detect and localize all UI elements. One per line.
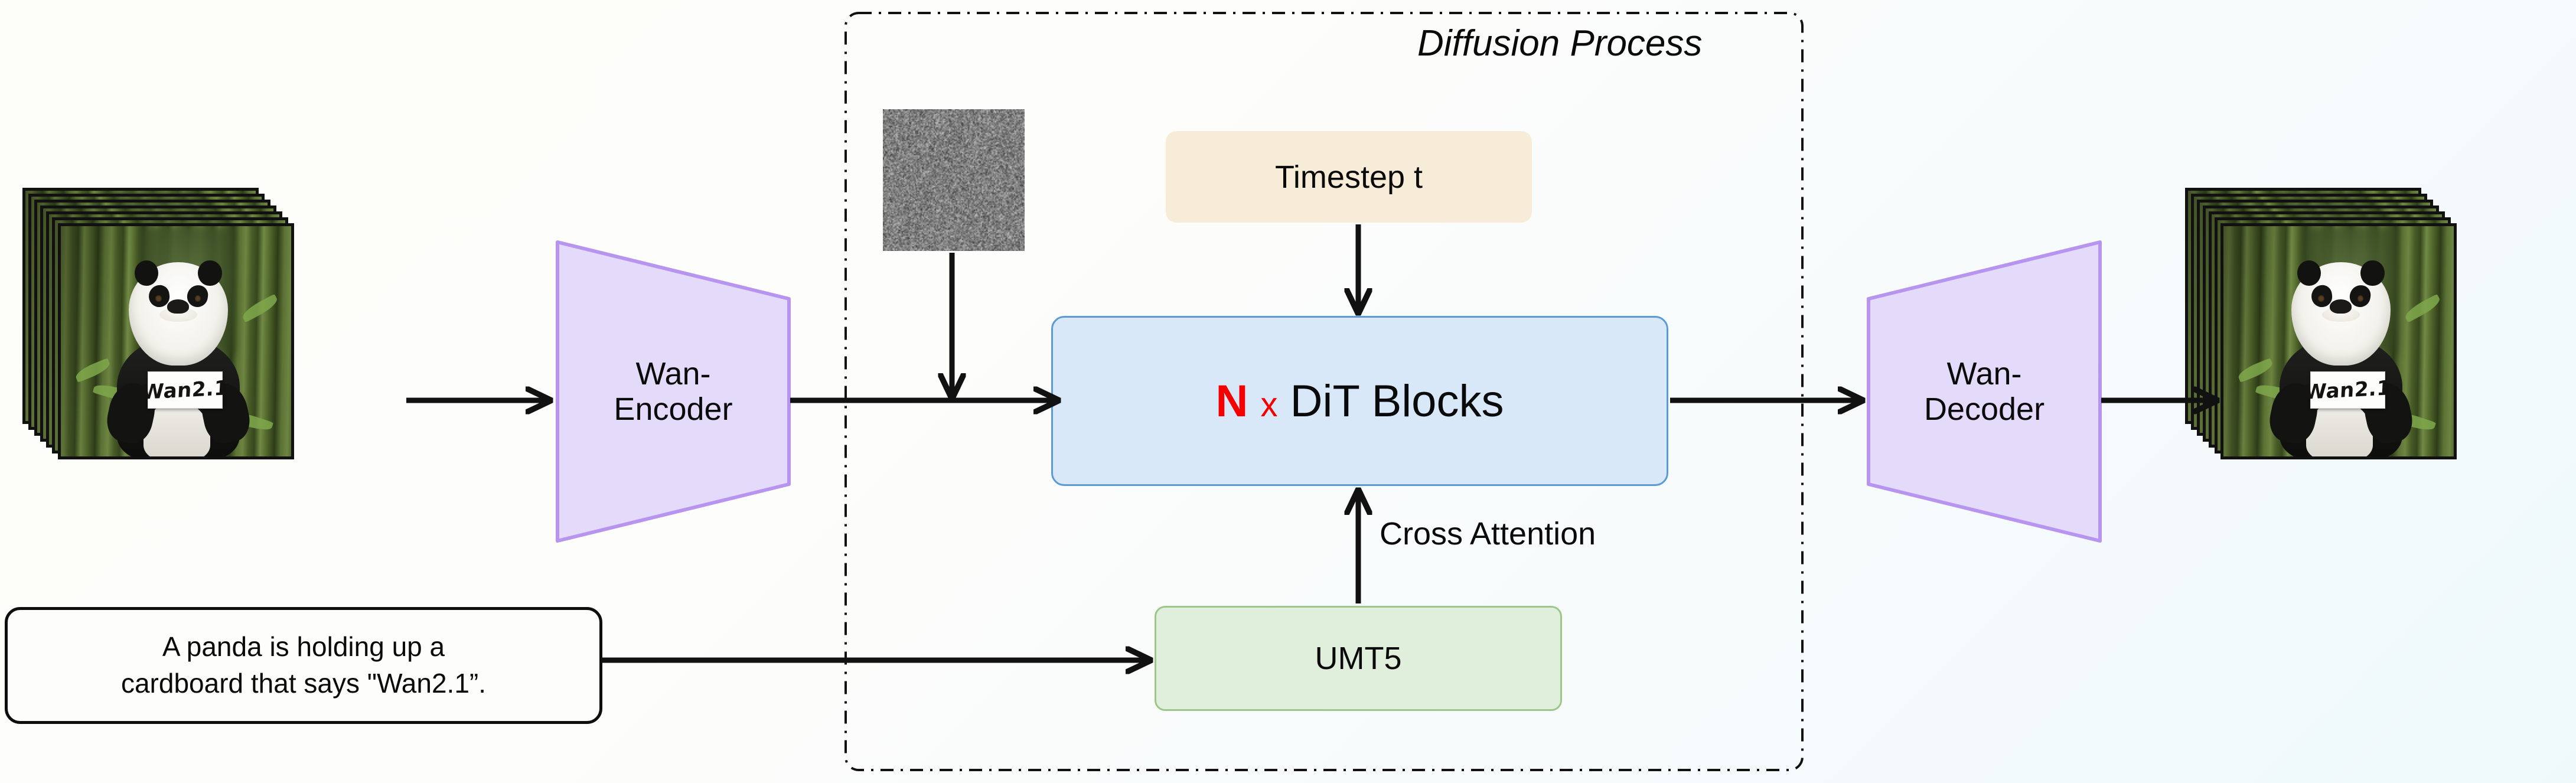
panda-sign: Wan2.1 [2304, 371, 2391, 409]
panda-sign-text: Wan2.1 [141, 376, 229, 404]
prompt-line-1: A panda is holding up a [162, 631, 445, 663]
noise-latent-patch [883, 109, 1025, 251]
timestep-label: Timestep t [1274, 159, 1423, 195]
prompt-line-2: cardboard that says "Wan2.1”. [120, 668, 487, 699]
text-prompt-box[interactable]: A panda is holding up a cardboard that s… [5, 607, 602, 724]
dit-multiplier-x: x [1260, 385, 1278, 424]
wan-encoder-shape [556, 240, 791, 543]
umt5-label: UMT5 [1315, 641, 1402, 676]
video-frame-front: Wan2.1 [58, 223, 294, 459]
wan-decoder-shape [1867, 240, 2102, 543]
wan-decoder-node[interactable]: Wan- Decoder [1866, 240, 2102, 543]
wan-encoder-node[interactable]: Wan- Encoder [555, 240, 791, 543]
diffusion-process-group [844, 12, 1804, 771]
diffusion-process-label: Diffusion Process [1417, 23, 1703, 64]
dit-count-n: N [1215, 376, 1248, 426]
panda-sign-text: Wan2.1 [2303, 376, 2392, 404]
umt5-node[interactable]: UMT5 [1155, 606, 1562, 711]
input-frame-stack: Wan2.1 [22, 188, 294, 459]
panda-sign: Wan2.1 [141, 371, 229, 409]
timestep-node[interactable]: Timestep t [1166, 131, 1532, 223]
panda-illustration: Wan2.1 [103, 259, 254, 456]
video-frame-front: Wan2.1 [2220, 223, 2457, 459]
cross-attention-label: Cross Attention [1380, 516, 1596, 552]
output-frame-stack: Wan2.1 [2185, 188, 2457, 459]
dit-blocks-node[interactable]: N x DiT Blocks [1051, 316, 1668, 486]
dit-blocks-label: DiT Blocks [1290, 376, 1504, 426]
panda-illustration: Wan2.1 [2265, 259, 2417, 456]
